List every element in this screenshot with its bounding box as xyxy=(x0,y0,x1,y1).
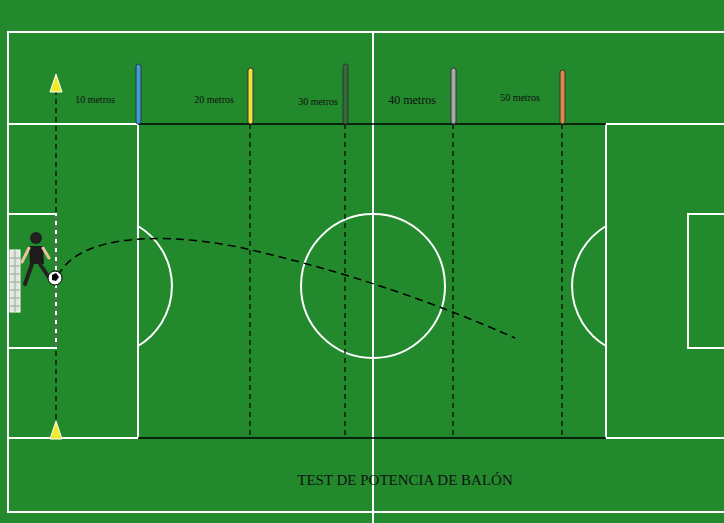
cones xyxy=(50,74,62,439)
goal-net xyxy=(10,250,20,312)
test-lines xyxy=(138,124,606,438)
distance-label: 30 metros xyxy=(298,96,338,107)
distance-lines xyxy=(56,90,562,438)
player xyxy=(22,232,62,285)
caption: TEST DE POTENCIA DE BALÓN xyxy=(297,472,513,489)
pitch-lines xyxy=(8,32,724,523)
distance-label: 10 metros xyxy=(75,94,115,105)
distance-label: 50 metros xyxy=(500,92,540,103)
distance-label: 20 metros xyxy=(194,94,234,105)
ball-trajectory xyxy=(58,239,515,338)
marker-poles xyxy=(136,64,565,124)
distance-label: 40 metros xyxy=(388,94,436,107)
